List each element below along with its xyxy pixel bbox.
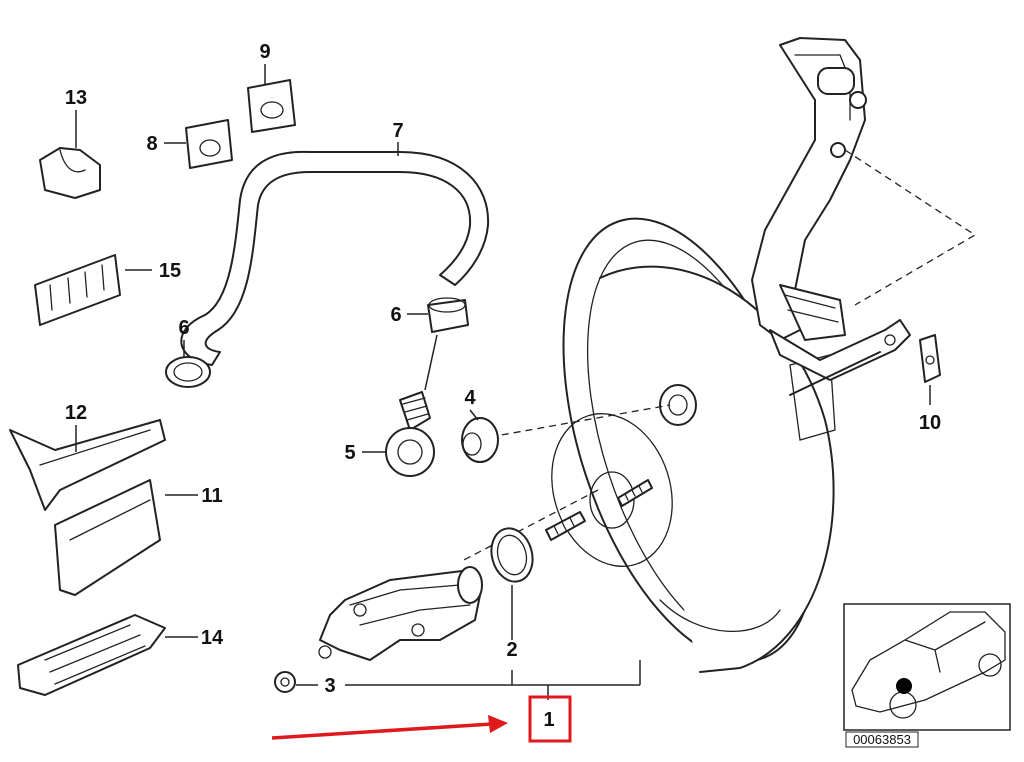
part-8-grommet: [185, 119, 233, 169]
part-9-grommet: [247, 79, 296, 133]
location-hotspot: [896, 678, 912, 694]
brake-booster: [551, 217, 836, 673]
o-ring: [490, 527, 534, 583]
mounting-stud-lower: [545, 511, 586, 541]
check-valve-elbow: [385, 391, 435, 477]
grommet: [461, 417, 499, 463]
part-11-cover: [54, 479, 161, 596]
part-10-clip: [919, 334, 941, 383]
hose-clamp-lower: [165, 356, 211, 388]
mounting-stud-upper: [617, 479, 653, 507]
callout-13: 13: [65, 87, 87, 109]
master-cylinder: [318, 566, 483, 661]
highlight-arrow: [271, 715, 508, 740]
callout-6-upper: 6: [390, 304, 401, 326]
hose-clamp-upper: [427, 297, 469, 333]
callout-15: 15: [159, 260, 181, 282]
callout-9: 9: [259, 41, 270, 63]
callout-14: 14: [201, 627, 224, 649]
callout-12: 12: [65, 402, 87, 424]
vacuum-hose: [180, 150, 490, 366]
callout-8: 8: [146, 133, 157, 155]
callout-7: 7: [392, 120, 403, 142]
callout-3: 3: [324, 675, 335, 697]
brake-pedal-assembly: [751, 37, 911, 381]
callout-1: 1: [543, 709, 554, 731]
callout-5: 5: [344, 442, 355, 464]
part-13-bracket: [39, 147, 101, 199]
callout-11: 11: [201, 485, 222, 507]
part-15-block: [34, 254, 121, 326]
callout-10: 10: [919, 412, 941, 434]
vehicle-location-inset: 00063853: [843, 603, 1011, 748]
nut: [274, 671, 296, 693]
callout-2: 2: [506, 639, 517, 661]
part-14-pad: [17, 614, 166, 696]
inset-reference-number: 00063853: [853, 732, 911, 747]
highlight-box: [528, 695, 572, 743]
callout-6-lower: 6: [178, 317, 189, 339]
part-12-trim: [9, 419, 166, 511]
callout-4: 4: [464, 387, 476, 409]
